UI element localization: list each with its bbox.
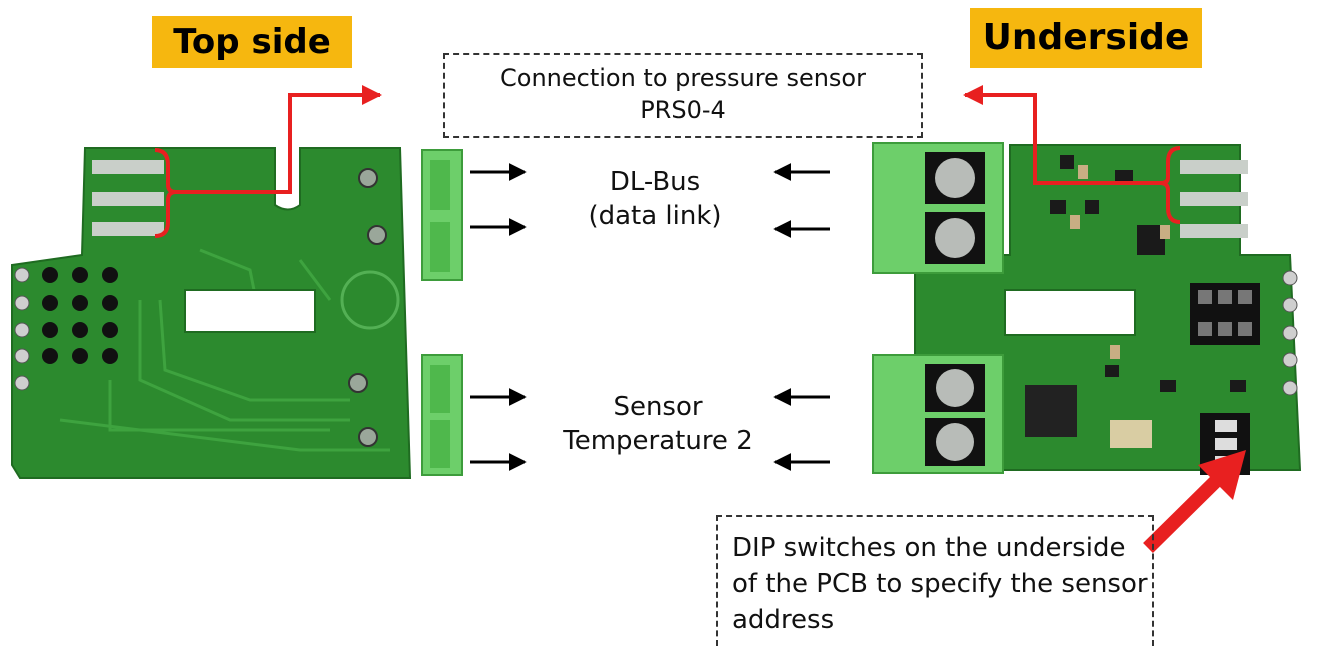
dl-bus-line1: DL-Bus [609,167,701,197]
edge-pad [1180,160,1248,174]
pressure-callout-line2: PRS0-4 [640,96,726,124]
pressure-sensor-callout: Connection to pressure sensor PRS0-4 [443,53,923,138]
pcb-slot [1004,289,1136,336]
sensor-label: Sensor Temperature 2 [528,390,788,458]
crystal [1110,420,1152,448]
terminal-screws [925,152,985,466]
dl-bus-line2: (data link) [588,201,722,231]
connection-arrows [470,163,830,471]
pcb-slot [184,289,316,333]
edge-holes [1282,270,1298,396]
edge-pad [1180,192,1248,206]
pin-header [42,267,118,364]
edge-pad [1180,224,1248,238]
top-side-label: Top side [152,16,352,68]
right-pressure-arrow [963,85,1181,224]
logo-mark [340,270,400,330]
sensor-line1: Sensor [613,392,703,422]
pin-header [1190,283,1260,345]
dip-callout-line3: address [732,605,835,635]
dip-switch-callout: DIP switches on the underside of the PCB… [716,515,1154,646]
terminal-ribs [430,160,450,468]
top-side-pcb [11,147,463,479]
solder-joints [348,168,387,447]
edge-pad [92,192,164,206]
smd-components [1050,155,1246,392]
pressure-callout-line1: Connection to pressure sensor [500,64,866,92]
underside-pcb [872,142,1302,475]
sensor-line2: Temperature 2 [563,426,753,456]
microcontroller-chip [1025,385,1077,437]
edge-holes [14,267,30,391]
dip-callout-line1: DIP switches on the underside [732,533,1126,563]
dl-bus-label: DL-Bus (data link) [525,165,785,233]
underside-label: Underside [970,8,1202,68]
left-pressure-arrow [154,85,382,238]
dip-pointer-arrow [1143,450,1246,553]
dip-callout-line2: of the PCB to specify the sensor [732,569,1148,599]
edge-pad [92,160,164,174]
edge-pad [92,222,164,236]
